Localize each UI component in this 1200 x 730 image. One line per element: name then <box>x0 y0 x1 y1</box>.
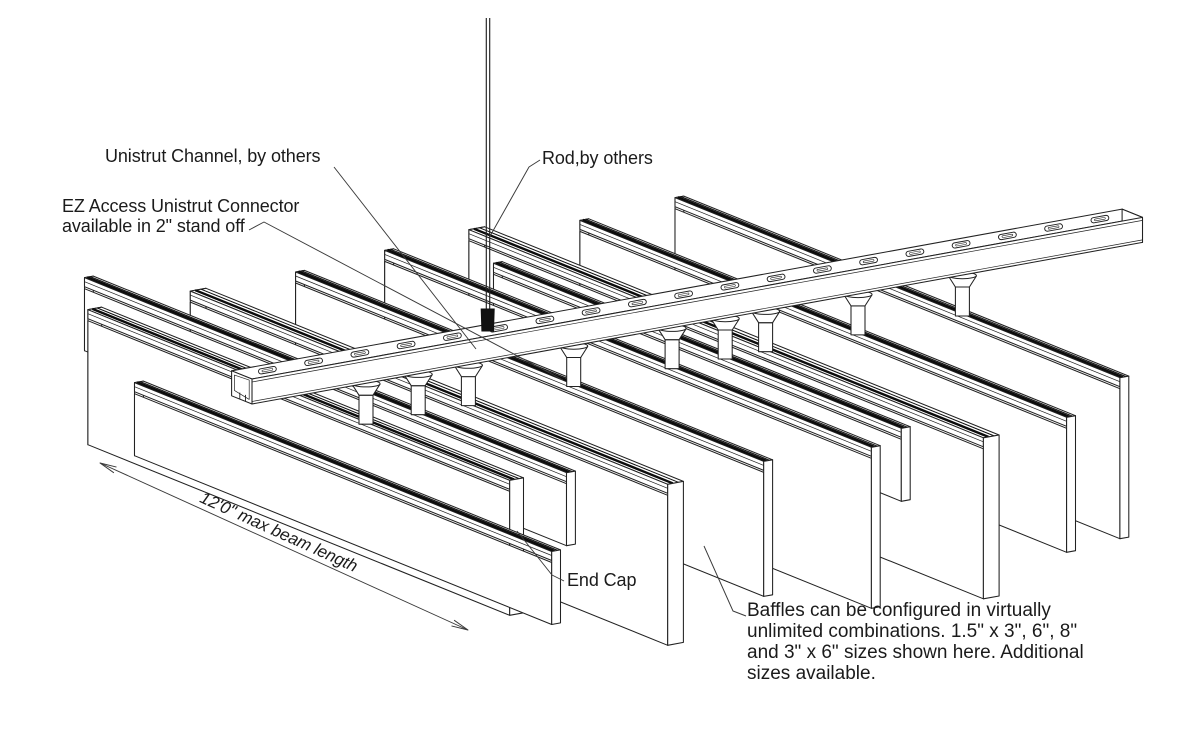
channel-slot <box>1090 214 1110 224</box>
channel-slot <box>350 349 370 358</box>
channel-slot <box>766 273 786 283</box>
leader-baffles-note <box>703 545 747 617</box>
channel-slot <box>258 365 277 375</box>
ez-access-connector-label: EZ Access Unistrut Connector available i… <box>62 196 300 236</box>
channel-slot <box>951 240 971 249</box>
channel-slot <box>396 340 416 350</box>
unistrut-channel <box>231 208 1144 405</box>
ez-access-connector <box>453 361 483 407</box>
channel-slot <box>720 282 740 291</box>
channel-slot <box>443 332 462 341</box>
leader-rod <box>488 159 541 239</box>
channel-slot <box>304 357 323 367</box>
leader-end-cap <box>516 530 565 582</box>
rod-label: Rod,by others <box>542 148 653 168</box>
channel-slot <box>905 248 925 257</box>
hanger-rod <box>480 18 495 332</box>
beam-length-dimension-arrow <box>99 462 469 631</box>
channel-slot <box>1044 223 1063 232</box>
channel-slot <box>674 290 693 299</box>
channel-c-profile-end <box>231 370 253 405</box>
leader-unistrut-channel <box>333 166 477 350</box>
leader-ez-access <box>248 221 564 381</box>
channel-slot <box>813 265 832 274</box>
channel-slot <box>535 315 555 325</box>
channel-slot <box>628 298 647 308</box>
channel-slot <box>859 256 878 266</box>
end-cap-label: End Cap <box>567 570 637 590</box>
ez-access-connector <box>351 380 381 425</box>
channel-slot <box>581 307 601 316</box>
baffle-row <box>133 380 562 626</box>
channel-slot <box>998 231 1017 241</box>
ez-access-connector <box>403 370 433 416</box>
baffles-note: Baffles can be configured in virtually u… <box>747 600 1084 684</box>
unistrut-channel-label: Unistrut Channel, by others <box>105 146 321 166</box>
rod-nut <box>480 308 495 332</box>
